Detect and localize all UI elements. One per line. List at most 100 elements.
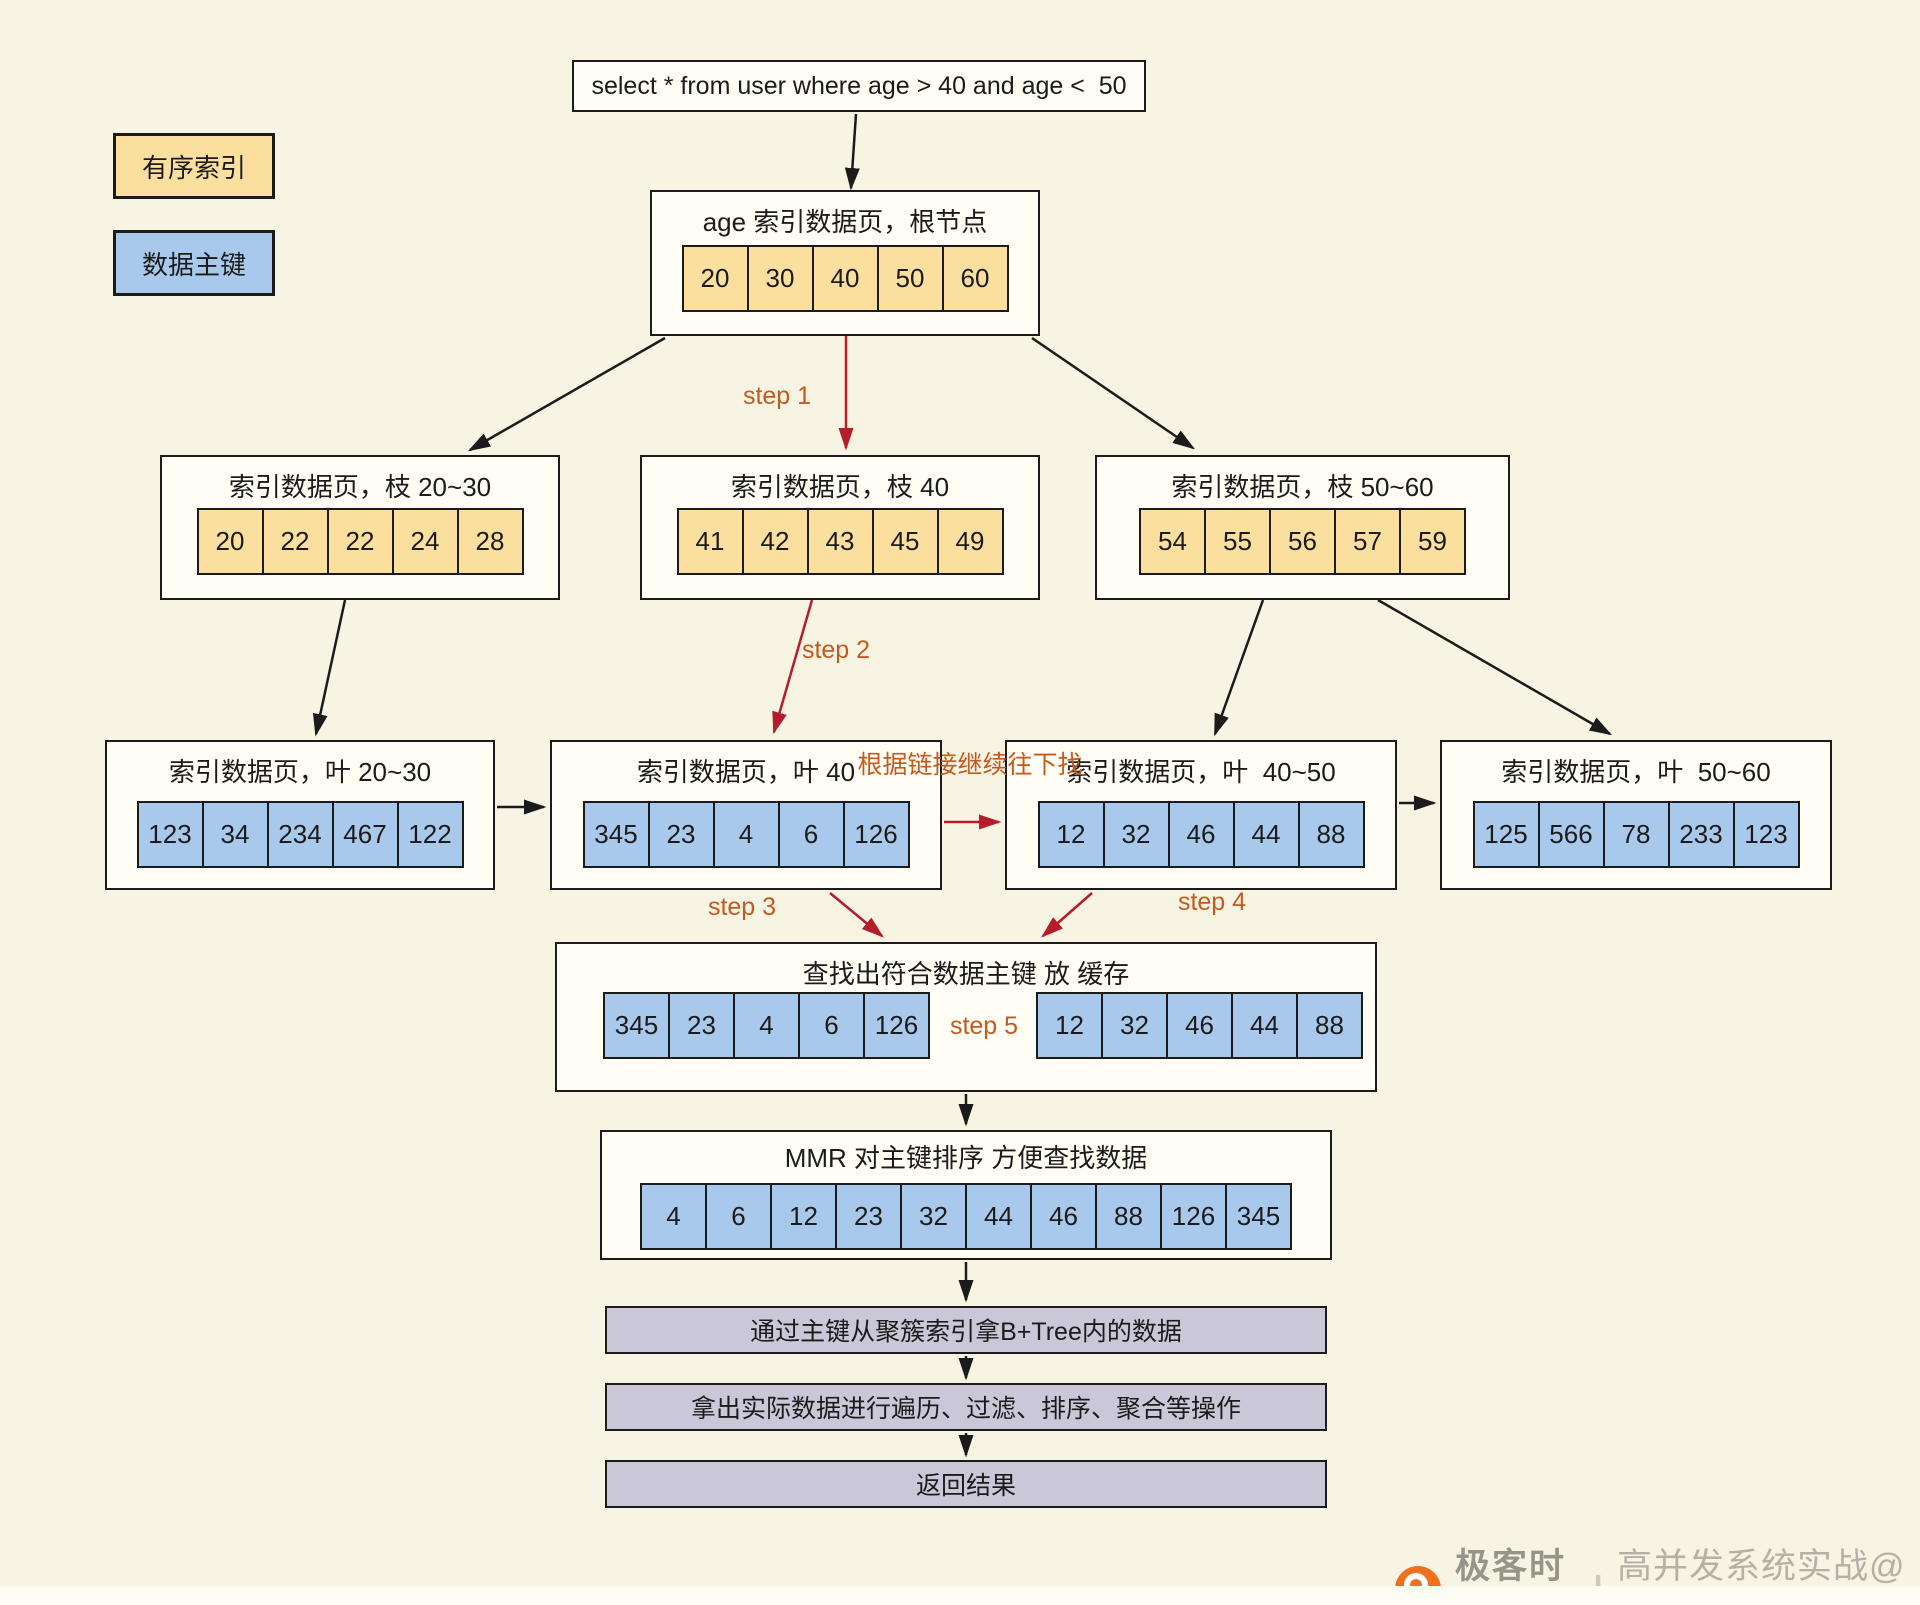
- arrow-root-to-branch-left: [467, 336, 666, 452]
- primary-key-cell: 23: [668, 992, 735, 1059]
- root-node-title: age 索引数据页，根节点: [702, 207, 988, 237]
- primary-key-cell: 6: [777, 801, 845, 868]
- leaf-cell-strip: 12 32 46 44 88: [1007, 801, 1395, 868]
- primary-key-cell: 234: [266, 801, 334, 868]
- primary-key-cell: 126: [842, 801, 910, 868]
- flow-step-return-result: 返回结果: [605, 1460, 1327, 1508]
- watermark: 极客时间 | 高并发系统实战@蓝天: [1395, 1538, 1920, 1605]
- primary-key-cell: 345: [603, 992, 670, 1059]
- index-cell: 22: [261, 508, 329, 575]
- mmr-sort-box: MMR 对主键排序 方便查找数据 4 6 12 23 32 44 46 88 1…: [600, 1130, 1332, 1260]
- index-cell: 45: [871, 508, 939, 575]
- mmr-title: MMR 对主键排序 方便查找数据: [784, 1143, 1148, 1173]
- leaf-title: 索引数据页，叶 50~60: [1501, 757, 1771, 787]
- branch-node-20-30: 索引数据页，枝 20~30 20 22 22 24 28: [160, 455, 560, 600]
- step2-label: step 2: [801, 636, 871, 664]
- arrow-branch-to-leaf-50-60: [1377, 598, 1613, 736]
- primary-key-cell: 123: [1732, 801, 1800, 868]
- index-cell: 20: [681, 245, 749, 312]
- index-cell: 20: [196, 508, 264, 575]
- mmr-cell-strip: 4 6 12 23 32 44 46 88 126 345: [602, 1183, 1330, 1250]
- index-cell: 24: [391, 508, 459, 575]
- step3-label: step 3: [707, 893, 777, 921]
- sql-query-box: select * from user where age > 40 and ag…: [572, 60, 1146, 112]
- index-cell: 49: [936, 508, 1004, 575]
- leaf-title: 索引数据页，叶 40~50: [1066, 757, 1336, 787]
- arrow-root-to-branch-right: [1031, 336, 1196, 450]
- index-cell: 40: [811, 245, 879, 312]
- cache-title: 查找出符合数据主键 放 缓存: [802, 959, 1130, 989]
- index-cell: 56: [1269, 508, 1336, 575]
- root-node-box: age 索引数据页，根节点 20 30 40 50 60: [650, 190, 1040, 336]
- flow-step-process-data: 拿出实际数据进行遍历、过滤、排序、聚合等操作: [605, 1383, 1327, 1431]
- legend-sorted-index: 有序索引: [113, 133, 275, 199]
- primary-key-cell: 122: [396, 801, 464, 868]
- primary-key-cell: 233: [1667, 801, 1735, 868]
- primary-key-cell: 44: [965, 1183, 1032, 1250]
- branch-node-50-60: 索引数据页，枝 50~60 54 55 56 57 59: [1095, 455, 1510, 600]
- bottom-strip: [0, 1586, 1920, 1605]
- leaf-node-40: 索引数据页，叶 40 345 23 4 6 126: [550, 740, 942, 890]
- primary-key-cell: 23: [647, 801, 715, 868]
- index-cell: 30: [746, 245, 814, 312]
- leaf-cell-strip: 345 23 4 6 126: [552, 801, 940, 868]
- index-cell: 42: [741, 508, 809, 575]
- branch-title: 索引数据页，枝 40: [730, 472, 950, 502]
- primary-key-cell: 345: [582, 801, 650, 868]
- primary-key-cell: 345: [1225, 1183, 1292, 1250]
- leaf-cell-strip: 125 566 78 233 123: [1442, 801, 1830, 868]
- primary-key-cell: 467: [331, 801, 399, 868]
- primary-key-cell: 6: [705, 1183, 772, 1250]
- leaf-node-50-60: 索引数据页，叶 50~60 125 566 78 233 123: [1440, 740, 1832, 890]
- index-cell: 28: [456, 508, 524, 575]
- sql-query-text: select * from user where age > 40 and ag…: [591, 71, 1127, 100]
- index-cell: 57: [1334, 508, 1401, 575]
- primary-key-cell: 6: [798, 992, 865, 1059]
- arrow-query-to-root: [844, 113, 860, 191]
- primary-key-cell: 4: [712, 801, 780, 868]
- index-cell: 41: [676, 508, 744, 575]
- primary-key-cell: 88: [1095, 1183, 1162, 1250]
- primary-key-cell: 12: [1036, 992, 1103, 1059]
- cache-box: 查找出符合数据主键 放 缓存 345 23 4 6 126 12 32 46 4…: [555, 942, 1377, 1092]
- flow-step-clustered-index: 通过主键从聚簇索引拿B+Tree内的数据: [605, 1306, 1327, 1354]
- primary-key-cell: 88: [1297, 801, 1365, 868]
- index-cell: 50: [876, 245, 944, 312]
- arrow-step2: [772, 599, 814, 735]
- index-cell: 60: [941, 245, 1009, 312]
- step4-label: step 4: [1177, 888, 1247, 916]
- branch-node-40: 索引数据页，枝 40 41 42 43 45 49: [640, 455, 1040, 600]
- primary-key-cell: 88: [1296, 992, 1363, 1059]
- arrow-step4: [1041, 892, 1093, 938]
- step5-label: step 5: [949, 1012, 1019, 1040]
- branch-title: 索引数据页，枝 50~60: [1171, 472, 1434, 502]
- primary-key-cell: 34: [201, 801, 269, 868]
- legend-data-primary-key: 数据主键: [113, 230, 275, 296]
- index-cell: 43: [806, 508, 874, 575]
- primary-key-cell: 123: [136, 801, 204, 868]
- primary-key-cell: 78: [1602, 801, 1670, 868]
- primary-key-cell: 12: [770, 1183, 837, 1250]
- primary-key-cell: 23: [835, 1183, 902, 1250]
- primary-key-cell: 126: [863, 992, 930, 1059]
- cache-left-cell-strip: 345 23 4 6 126: [603, 992, 930, 1059]
- primary-key-cell: 44: [1231, 992, 1298, 1059]
- primary-key-cell: 126: [1160, 1183, 1227, 1250]
- branch-title: 索引数据页，枝 20~30: [228, 472, 492, 502]
- step1-label: step 1: [742, 382, 812, 410]
- arrow-step3: [829, 892, 884, 938]
- branch-cell-strip: 41 42 43 45 49: [642, 508, 1038, 575]
- primary-key-cell: 46: [1166, 992, 1233, 1059]
- primary-key-cell: 32: [1101, 992, 1168, 1059]
- primary-key-cell: 125: [1472, 801, 1540, 868]
- primary-key-cell: 4: [640, 1183, 707, 1250]
- root-cell-strip: 20 30 40 50 60: [652, 245, 1038, 312]
- primary-key-cell: 12: [1037, 801, 1105, 868]
- branch-cell-strip: 54 55 56 57 59: [1097, 508, 1508, 575]
- leaf-title: 索引数据页，叶 40: [636, 757, 856, 787]
- branch-cell-strip: 20 22 22 24 28: [162, 508, 558, 575]
- cache-right-cell-strip: 12 32 46 44 88: [1036, 992, 1363, 1059]
- leaf-title: 索引数据页，叶 20~30: [168, 757, 432, 787]
- index-cell: 55: [1204, 508, 1271, 575]
